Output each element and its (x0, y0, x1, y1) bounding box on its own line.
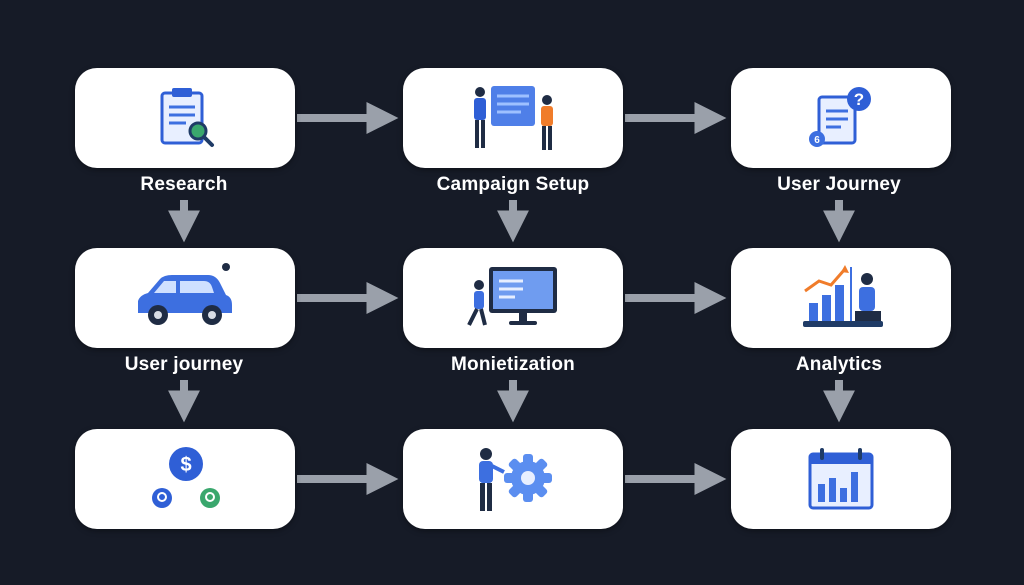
node-analytics (731, 248, 951, 348)
node-user-journey-mid (75, 248, 295, 348)
node-user-journey-top: ? 6 (731, 68, 951, 168)
team-whiteboard-icon (474, 86, 553, 150)
node-reporting (731, 429, 951, 529)
clipboard-magnifier-icon (160, 88, 214, 147)
node-settings (403, 429, 623, 529)
node-label-research: Research (140, 174, 228, 195)
node-label-campaign-setup: Campaign Setup (436, 174, 590, 195)
node-revenue: $ (75, 429, 295, 529)
node-label-monetization: Monietization (451, 354, 575, 375)
calendar-bar-chart-icon (808, 448, 874, 510)
node-label-user-journey-mid: User journey (124, 354, 244, 375)
node-campaign-setup (403, 68, 623, 168)
node-label-user-journey-top: User Journey (777, 174, 901, 195)
dollar-coins-icon: $ (152, 447, 220, 508)
svg-text:?: ? (854, 90, 864, 109)
svg-text:6: 6 (814, 135, 820, 146)
car-icon (138, 263, 232, 325)
node-label-analytics: Analytics (795, 354, 883, 375)
person-gear-icon (479, 448, 552, 511)
document-question-icon: ? 6 (809, 87, 871, 147)
node-research (75, 68, 295, 168)
svg-text:$: $ (180, 454, 191, 476)
node-monetization (403, 248, 623, 348)
monitor-presenter-icon (467, 267, 557, 326)
growth-chart-person-icon (803, 265, 883, 327)
